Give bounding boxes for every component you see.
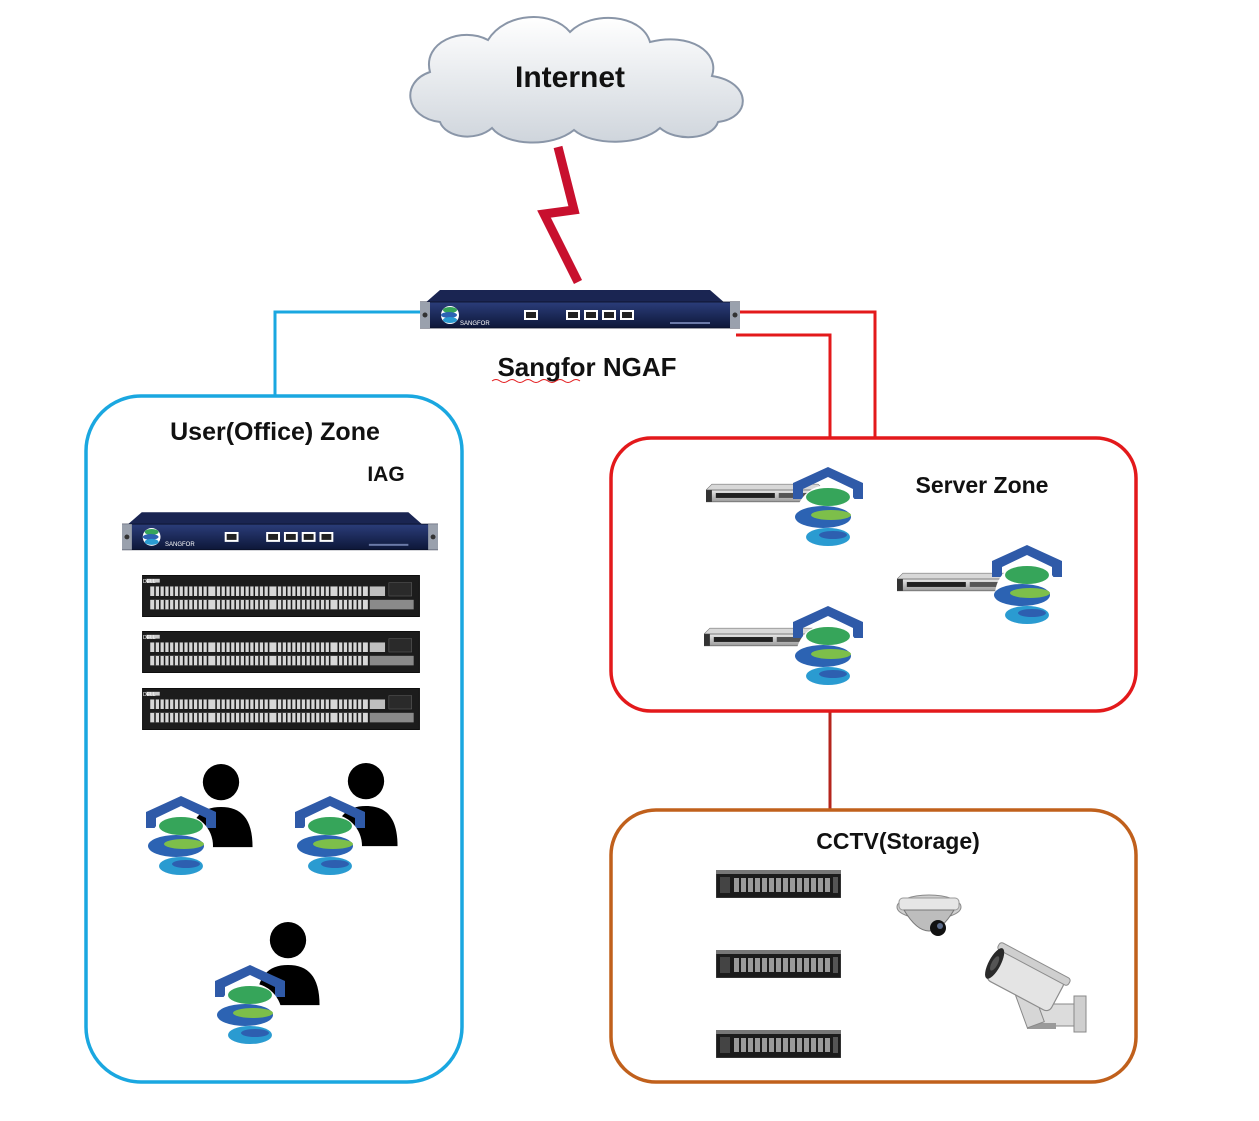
protected-user-3[interactable] (215, 921, 320, 1047)
iag-label: IAG (367, 463, 404, 486)
sangfor-ngaf-device[interactable]: SANGFOR (420, 289, 740, 329)
protected-server-2[interactable] (897, 545, 1062, 627)
user-zone-title: User(Office) Zone (170, 418, 380, 446)
cloud-icon (409, 16, 744, 144)
server-zone-title: Server Zone (916, 472, 1049, 498)
dome-camera[interactable] (896, 894, 962, 936)
firewall-label: Sangfor NGAF (497, 352, 676, 382)
security-badge-icon (992, 545, 1062, 627)
protected-server-3[interactable] (704, 606, 863, 688)
user-office-zone: User(Office) Zone IAG SANGFOR DELL DELL … (84, 394, 464, 1084)
user-zone-border (84, 394, 464, 1084)
bullet-camera[interactable] (981, 941, 1087, 1033)
switch-1-brand: DELL (143, 579, 156, 585)
server-zone-link-a (736, 310, 877, 438)
connection-lines (273, 310, 877, 810)
internet-cloud: Internet (409, 16, 744, 144)
network-switch-icon (141, 631, 421, 673)
storage-server-icon (716, 870, 841, 898)
spellcheck-underline (491, 379, 581, 383)
security-badge-icon (146, 796, 216, 878)
lightning-link-icon (537, 145, 583, 285)
server-zone-link-b (736, 333, 832, 438)
storage-server-2[interactable] (716, 950, 841, 978)
storage-server-icon (716, 950, 841, 978)
storage-server-3[interactable] (716, 1030, 841, 1058)
iag-brand: SANGFOR (165, 542, 195, 548)
server-zone-border (609, 436, 1138, 713)
internet-label: Internet (515, 61, 625, 94)
user-zone-link (273, 310, 427, 395)
server-zone: Server Zone (609, 436, 1138, 713)
security-badge-icon (215, 965, 285, 1047)
network-switch-icon (141, 688, 421, 730)
switch-1[interactable]: DELL (141, 575, 421, 617)
switch-3[interactable]: DELL (141, 688, 421, 730)
bullet-camera-icon (985, 942, 1087, 1033)
security-badge-icon (793, 606, 863, 688)
storage-server-1[interactable] (716, 870, 841, 898)
protected-server-1[interactable] (706, 467, 863, 549)
cctv-zone-title: CCTV(Storage) (816, 828, 980, 854)
storage-server-icon (716, 1030, 841, 1058)
switch-2[interactable]: DELL (141, 631, 421, 673)
protected-user-1[interactable] (146, 763, 253, 878)
cctv-storage-zone: CCTV(Storage) (609, 808, 1138, 1084)
switch-2-brand: DELL (143, 635, 156, 641)
switch-3-brand: DELL (143, 692, 156, 698)
security-badge-icon (295, 796, 365, 878)
cctv-zone-border (609, 808, 1138, 1084)
network-switch-icon (141, 575, 421, 617)
security-badge-icon (793, 467, 863, 549)
firewall-brand: SANGFOR (460, 321, 490, 327)
iag-device[interactable]: SANGFOR (122, 511, 438, 551)
protected-user-2[interactable] (295, 762, 398, 878)
dome-camera-icon (896, 894, 962, 936)
